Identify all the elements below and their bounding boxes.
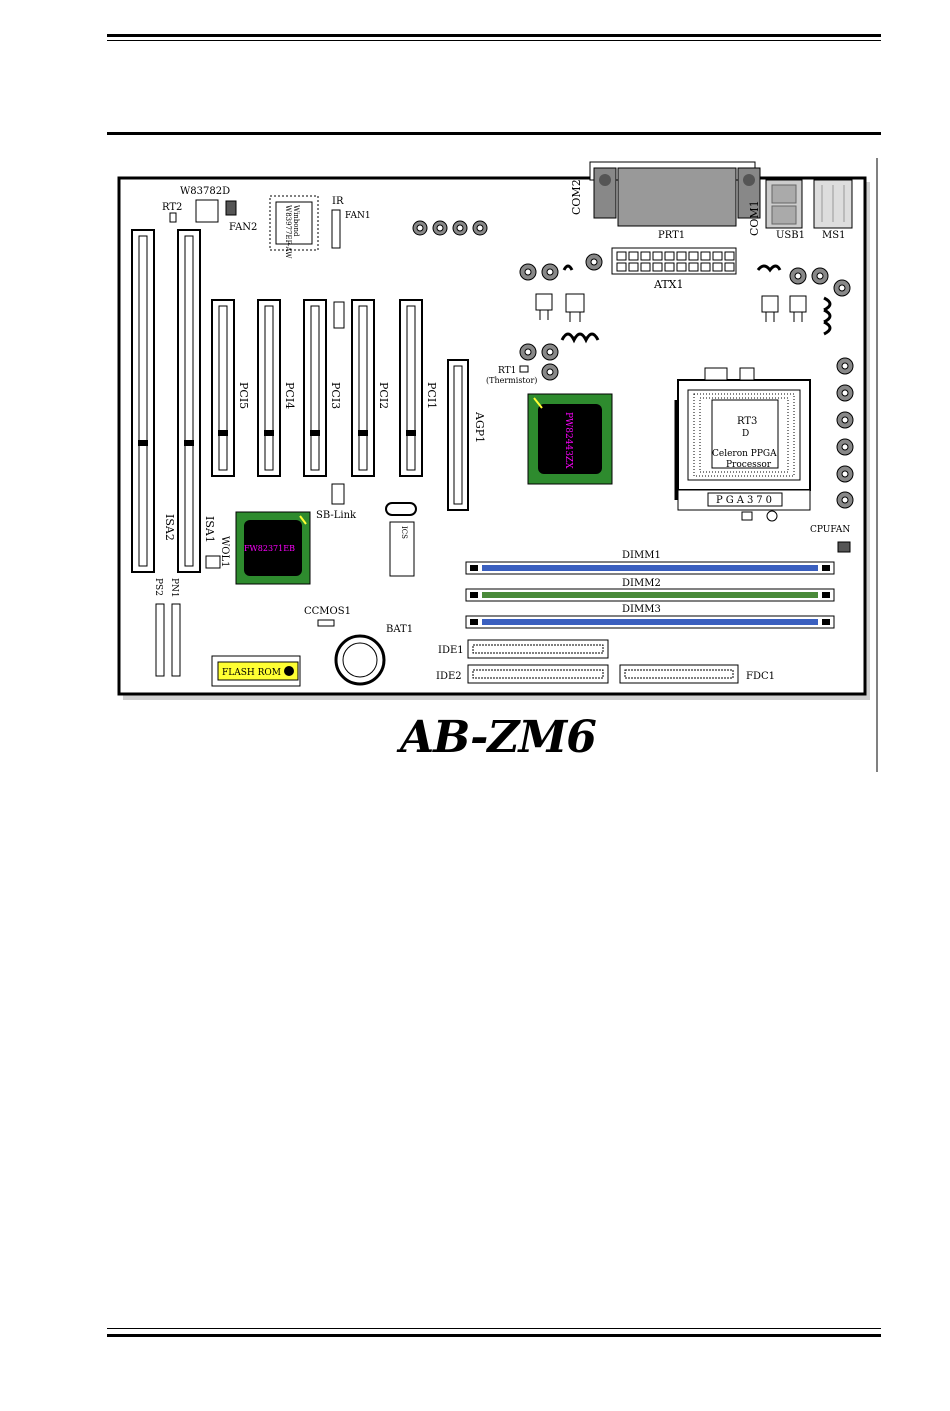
label-pga370: PGA370: [716, 495, 775, 506]
svg-text:ICS: ICS: [400, 526, 408, 539]
label-w83782d: W83782D: [180, 186, 230, 197]
label-sb-link: SB-Link: [316, 510, 357, 521]
label-dimm2: DIMM2: [622, 578, 661, 589]
svg-text:PW82443ZX: PW82443ZX: [563, 412, 573, 469]
label-rt3-sub: D: [742, 429, 749, 439]
motherboard-diagram: COM2 PRT1 COM1 USB1 MS1 ATX1 RT2 W83782D…: [0, 0, 950, 800]
label-dimm3: DIMM3: [622, 604, 661, 615]
svg-text:FW82371EB: FW82371EB: [244, 544, 295, 553]
label-com1: COM1: [748, 200, 761, 236]
label-rt3: RT3: [737, 416, 757, 427]
label-agp1: AGP1: [473, 411, 486, 443]
label-socket-text1: Celeron PPGA: [712, 449, 777, 459]
label-fdc1: FDC1: [746, 671, 775, 682]
label-ide1: IDE1: [438, 645, 464, 656]
label-rt1: RT1: [498, 366, 516, 376]
label-isa2: ISA2: [163, 514, 176, 541]
label-rt2: RT2: [162, 202, 182, 213]
label-cpufan: CPUFAN: [810, 525, 850, 535]
front-panel-pn1: [156, 604, 164, 676]
label-ide2: IDE2: [436, 671, 462, 682]
label-pci2: PCI2: [377, 382, 390, 409]
board-model-caption: AB-ZM6: [400, 712, 596, 763]
label-bat1: BAT1: [386, 624, 413, 635]
label-rt1-sub: (Thermistor): [486, 376, 537, 385]
label-ir: IR: [332, 196, 344, 207]
label-fan1: FAN1: [345, 211, 371, 221]
label-prt1: PRT1: [658, 230, 685, 241]
label-pci1: PCI1: [425, 382, 438, 409]
label-flash: FLASH ROM: [222, 668, 281, 678]
svg-text:Winbond: Winbond: [292, 205, 300, 237]
parallel-port-prt1: [618, 168, 736, 226]
label-com2: COM2: [570, 179, 583, 215]
label-atx1: ATX1: [653, 278, 684, 291]
label-socket-text2: Processor: [726, 460, 772, 470]
chip-w83782d: [196, 200, 218, 222]
label-pci4: PCI4: [283, 382, 296, 409]
label-usb1: USB1: [776, 230, 805, 241]
label-ccmos1: CCMOS1: [304, 606, 351, 617]
label-fan2: FAN2: [229, 222, 257, 233]
label-isa1: ISA1: [203, 516, 216, 543]
footer-rule-bottom: [107, 1334, 881, 1337]
label-ms1: MS1: [822, 230, 845, 241]
label-pci3: PCI3: [329, 382, 342, 409]
label-pn1: PN1: [169, 578, 179, 598]
label-wol1: WOL1: [219, 536, 230, 567]
label-dimm1: DIMM1: [622, 550, 661, 561]
label-pci5: PCI5: [237, 382, 250, 409]
footer-rule-top: [107, 1328, 881, 1329]
label-ps2: PS2: [153, 578, 163, 596]
svg-text:W83977EF-AW: W83977EF-AW: [284, 205, 292, 259]
